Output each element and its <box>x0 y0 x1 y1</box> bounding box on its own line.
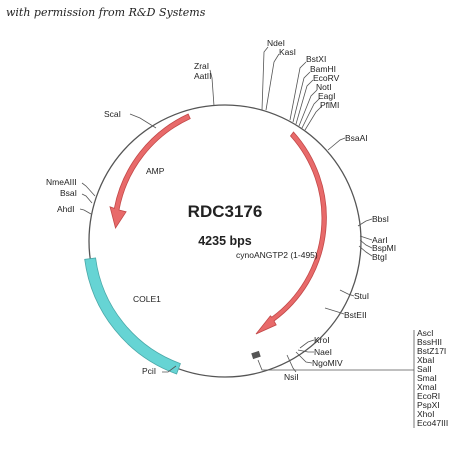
nmeaiii-leader <box>81 182 96 197</box>
pflmi-leader <box>304 105 323 131</box>
kasi-leader <box>265 53 280 111</box>
permission-note: with permission from R&D Systems <box>6 6 206 19</box>
bamhi-leader <box>292 71 311 123</box>
bsteii-leader <box>324 307 345 315</box>
cole1-label: COLE1 <box>133 294 161 304</box>
site-bsteii: BstEII <box>344 310 367 320</box>
ngomiv-leader <box>295 351 313 364</box>
site-bamhi: BamHI <box>310 64 336 74</box>
site-zrai: ZraI <box>194 61 209 71</box>
site-aari: AarI <box>372 235 388 245</box>
scai-leader <box>129 113 157 129</box>
ndei-leader <box>261 46 269 111</box>
plasmid-name: RDC3176 <box>188 202 263 221</box>
site-bstxi: BstXI <box>306 54 326 64</box>
btgi-leader <box>358 245 373 257</box>
amp-gene-arrow <box>109 113 191 229</box>
bbsi-leader <box>357 218 373 227</box>
site-scai: ScaI <box>104 109 121 119</box>
noti-leader <box>298 89 318 127</box>
aari-leader <box>359 235 373 241</box>
mcs-leader <box>257 359 414 371</box>
naei-leader <box>297 349 314 353</box>
site-ndei: NdeI <box>267 38 285 48</box>
site-pflmi: PflMI <box>320 100 339 110</box>
amp-label: AMP <box>146 166 165 176</box>
site-bbsi: BbsI <box>372 214 389 224</box>
mcs-site-asci: AscI <box>417 328 434 338</box>
mcs-site-xmai: XmaI <box>417 382 437 392</box>
site-aatii: AatII <box>194 71 211 81</box>
site-kasi: KasI <box>279 47 296 57</box>
site-pcii: PciI <box>142 366 156 376</box>
site-nmeaiii: NmeAIII <box>46 177 77 187</box>
ecorv-leader <box>295 79 314 125</box>
bspmi-leader <box>359 239 373 249</box>
mcs-site-pspxi: PspXI <box>417 400 440 410</box>
ahdi-leader <box>79 208 92 215</box>
site-leader-lines <box>79 46 415 428</box>
site-eagi: EagI <box>318 91 336 101</box>
nsii-leader <box>286 354 297 373</box>
site-stui: StuI <box>354 291 369 301</box>
site-bspmi: BspMI <box>372 243 396 253</box>
mcs-site-xhoi: XhoI <box>417 409 435 419</box>
mcs-marker <box>251 350 261 360</box>
mcs-site-ecori: EcoRI <box>417 391 440 401</box>
site-noti: NotI <box>316 82 332 92</box>
zrai-leader <box>209 69 215 107</box>
mcs-site-eco47iii: Eco47III <box>417 418 448 428</box>
site-btgi: BtgI <box>372 252 387 262</box>
mcs-site-xbai: XbaI <box>417 355 435 365</box>
mcs-site-smai: SmaI <box>417 373 437 383</box>
site-naei: NaeI <box>314 347 332 357</box>
site-nsii: NsiI <box>284 372 299 382</box>
mcs-site-sali: SalI <box>417 364 432 374</box>
site-ecorv: EcoRV <box>313 73 340 83</box>
site-bsaai: BsaAI <box>345 133 368 143</box>
bsai-leader <box>81 193 93 204</box>
mcs-site-bsshii: BssHII <box>417 337 442 347</box>
site-kroi: KroI <box>314 335 330 345</box>
mcs-site-bstz17i: BstZ17I <box>417 346 446 356</box>
plasmid-size: 4235 bps <box>198 234 252 248</box>
stui-leader <box>339 289 355 297</box>
bstxi-leader <box>289 61 307 121</box>
bsaai-leader <box>327 137 346 151</box>
site-bsai: BsaI <box>60 188 77 198</box>
insert-label: cynoANGTP2 (1-495) <box>236 250 318 260</box>
eagi-leader <box>301 97 321 129</box>
cynoangtp2-insert-arrow <box>255 131 327 335</box>
cole1-origin-arc <box>84 257 181 375</box>
pcii-leader <box>162 365 177 373</box>
site-ngomiv: NgoMIV <box>312 358 343 368</box>
kroi-leader <box>299 339 315 349</box>
site-ahdi: AhdI <box>57 204 75 214</box>
